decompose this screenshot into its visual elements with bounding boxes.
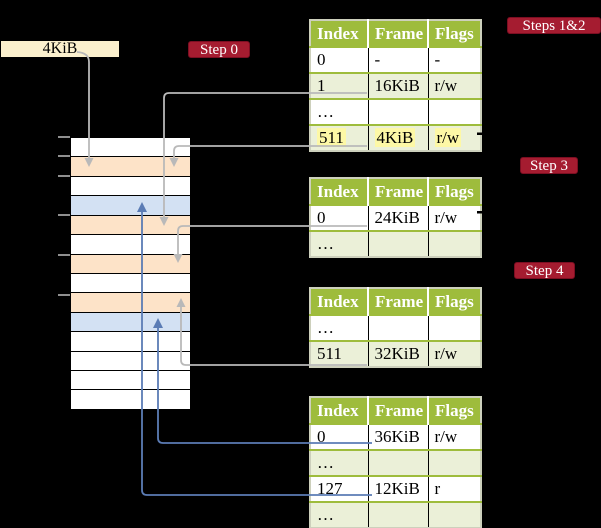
column-header-index: Index <box>310 178 368 205</box>
column-header-frame: Frame <box>367 288 428 315</box>
cell-index: … <box>317 318 334 337</box>
memory-frame-row <box>71 195 190 215</box>
cell-index: 0 <box>317 208 326 227</box>
table-row: 0 - - <box>310 46 481 73</box>
physical-memory-column <box>70 137 191 410</box>
cell-index: 127 <box>317 479 343 498</box>
cell-index: 0 <box>317 427 326 446</box>
column-header-flags: Flags <box>427 178 481 205</box>
cell-index: … <box>317 453 334 472</box>
memory-frame-row <box>71 234 190 254</box>
cell-frame: 32KiB <box>374 344 420 363</box>
column-header-flags: Flags <box>427 397 481 424</box>
cell-index: … <box>317 102 334 121</box>
cell-index: … <box>317 505 334 524</box>
memory-frame-row <box>71 292 190 312</box>
memory-frame-row <box>71 253 190 273</box>
badge-step-4: Step 4 <box>514 262 575 279</box>
cell-index: 511 <box>317 128 346 147</box>
cell-index: … <box>317 234 334 253</box>
cell-frame: 36KiB <box>374 427 420 446</box>
cell-frame: 24KiB <box>374 208 420 227</box>
address-tick <box>58 136 70 138</box>
cell-frame: 12KiB <box>374 479 420 498</box>
table-row: … <box>310 230 481 257</box>
cell-flags: r/w <box>434 427 458 446</box>
memory-frame-row <box>71 214 190 235</box>
page-table-step-4-upper: Index Frame Flags … 511 32KiB r/w <box>309 287 482 368</box>
table-row: … <box>310 314 481 341</box>
memory-frame-row <box>71 350 190 371</box>
cell-flags: r/w <box>434 128 462 147</box>
table-row: 0 24KiB r/w <box>310 204 481 231</box>
cell-flags: r/w <box>434 76 458 95</box>
cell-flags: - <box>434 50 441 69</box>
column-header-flags: Flags <box>427 20 481 47</box>
column-header-index: Index <box>310 20 368 47</box>
table-row: … <box>310 98 481 125</box>
column-header-frame: Frame <box>367 178 428 205</box>
memory-frame-row <box>71 370 190 390</box>
memory-frame-row <box>71 175 190 196</box>
badge-step-0: Step 0 <box>188 41 250 58</box>
address-tick <box>58 254 70 256</box>
frame-address-label: 4KiB <box>42 40 78 57</box>
table-row-highlighted: 511 4KiB r/w <box>310 124 481 151</box>
memory-frame-row <box>71 331 190 351</box>
cell-index: 511 <box>317 344 342 363</box>
table-row: 0 36KiB r/w <box>310 423 481 450</box>
cell-frame: 16KiB <box>374 76 420 95</box>
page-table-steps-1-2: Index Frame Flags 0 - - 1 16KiB r/w … 51… <box>309 19 482 152</box>
page-table-step-4-lower: Index Frame Flags 0 36KiB r/w … 127 12Ki… <box>309 396 482 528</box>
address-tick <box>58 175 70 177</box>
memory-frame-row <box>71 311 190 332</box>
column-header-flags: Flags <box>427 288 481 315</box>
table-row: 127 12KiB r <box>310 475 481 502</box>
table-row: 1 16KiB r/w <box>310 72 481 99</box>
column-header-frame: Frame <box>367 20 428 47</box>
column-header-frame: Frame <box>367 397 428 424</box>
table-header-row: Index Frame Flags <box>310 288 481 315</box>
table-header-row: Index Frame Flags <box>310 178 481 205</box>
table-row: 511 32KiB r/w <box>310 340 481 367</box>
memory-frame-row <box>71 389 190 409</box>
cell-frame: 4KiB <box>374 128 416 147</box>
cell-index: 1 <box>317 76 326 95</box>
address-tick <box>58 155 70 157</box>
cell-flags: r/w <box>434 344 458 363</box>
cell-index: 0 <box>317 50 326 69</box>
table-row: … <box>310 501 481 528</box>
address-tick <box>58 294 70 296</box>
cell-flags: r <box>434 479 441 498</box>
address-tick <box>58 214 70 216</box>
memory-frame-row <box>71 272 190 293</box>
column-header-index: Index <box>310 397 368 424</box>
memory-frame-row <box>71 138 190 157</box>
cell-frame: - <box>374 50 381 69</box>
page-table-step-3: Index Frame Flags 0 24KiB r/w … <box>309 177 482 258</box>
frame-address-label-box: 4KiB <box>0 40 120 58</box>
badge-step-3: Step 3 <box>520 157 578 174</box>
cell-flags: r/w <box>434 208 458 227</box>
table-header-row: Index Frame Flags <box>310 397 481 424</box>
column-header-index: Index <box>310 288 368 315</box>
table-row: … <box>310 449 481 476</box>
badge-steps-1-and-2: Steps 1&2 <box>507 17 601 34</box>
table-header-row: Index Frame Flags <box>310 20 481 47</box>
memory-frame-row <box>71 156 190 176</box>
